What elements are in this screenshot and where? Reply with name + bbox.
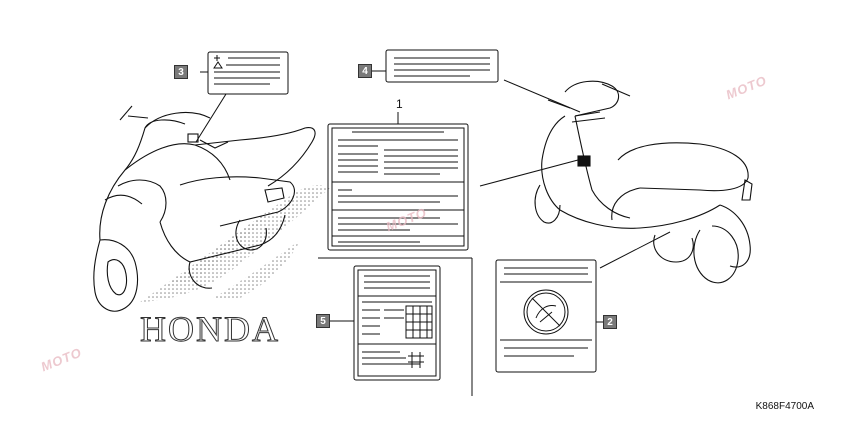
callout-badge-4: 4	[358, 64, 372, 78]
diagram-code: K868F4700A	[755, 401, 814, 412]
scooter-right	[534, 80, 753, 284]
label-1-sticker	[327, 112, 579, 251]
label-4-sticker	[372, 49, 581, 113]
honda-wordmark: HONDA	[140, 309, 280, 350]
callout-badge-5: 5	[316, 314, 330, 328]
honda-wing-logo	[140, 185, 330, 302]
scooter-left	[93, 105, 316, 312]
diagram-divider	[318, 257, 473, 396]
label-5-sticker	[330, 265, 441, 381]
label-3-sticker	[195, 51, 289, 143]
part-number-label-1: 1	[396, 97, 403, 111]
callout-badge-2: 2	[603, 315, 617, 329]
svg-text:HONDA: HONDA	[140, 309, 280, 349]
callout-badge-3: 3	[174, 65, 188, 79]
label-2-sticker	[495, 231, 671, 373]
